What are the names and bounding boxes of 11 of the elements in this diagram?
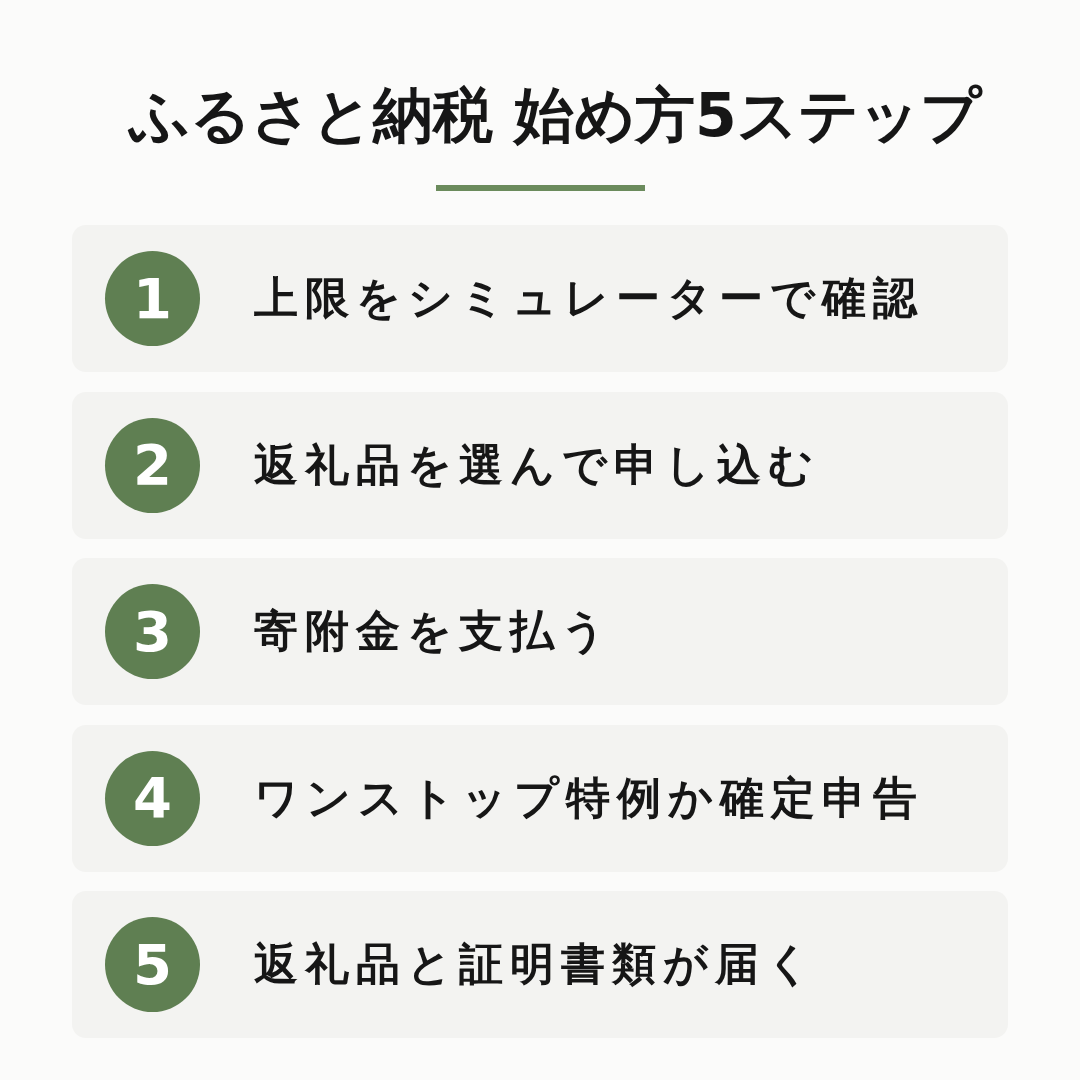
step-card [72, 724, 1008, 872]
step-card [72, 225, 1008, 372]
step-text: 寄附金を支払う [254, 604, 613, 658]
step-card [72, 891, 1008, 1038]
step-text: ワンストップ特例か確定申告 [254, 770, 924, 825]
step-text: 返礼品を選んで申し込む [254, 437, 820, 492]
step-text: 返礼品と証明書類が届く [254, 937, 818, 991]
step-text: 上限をシミュレーターで確認 [254, 271, 924, 325]
step-card [72, 558, 1008, 705]
title: ふるさと納税 始め方5ステップ [127, 79, 984, 152]
step-card [72, 391, 1008, 539]
